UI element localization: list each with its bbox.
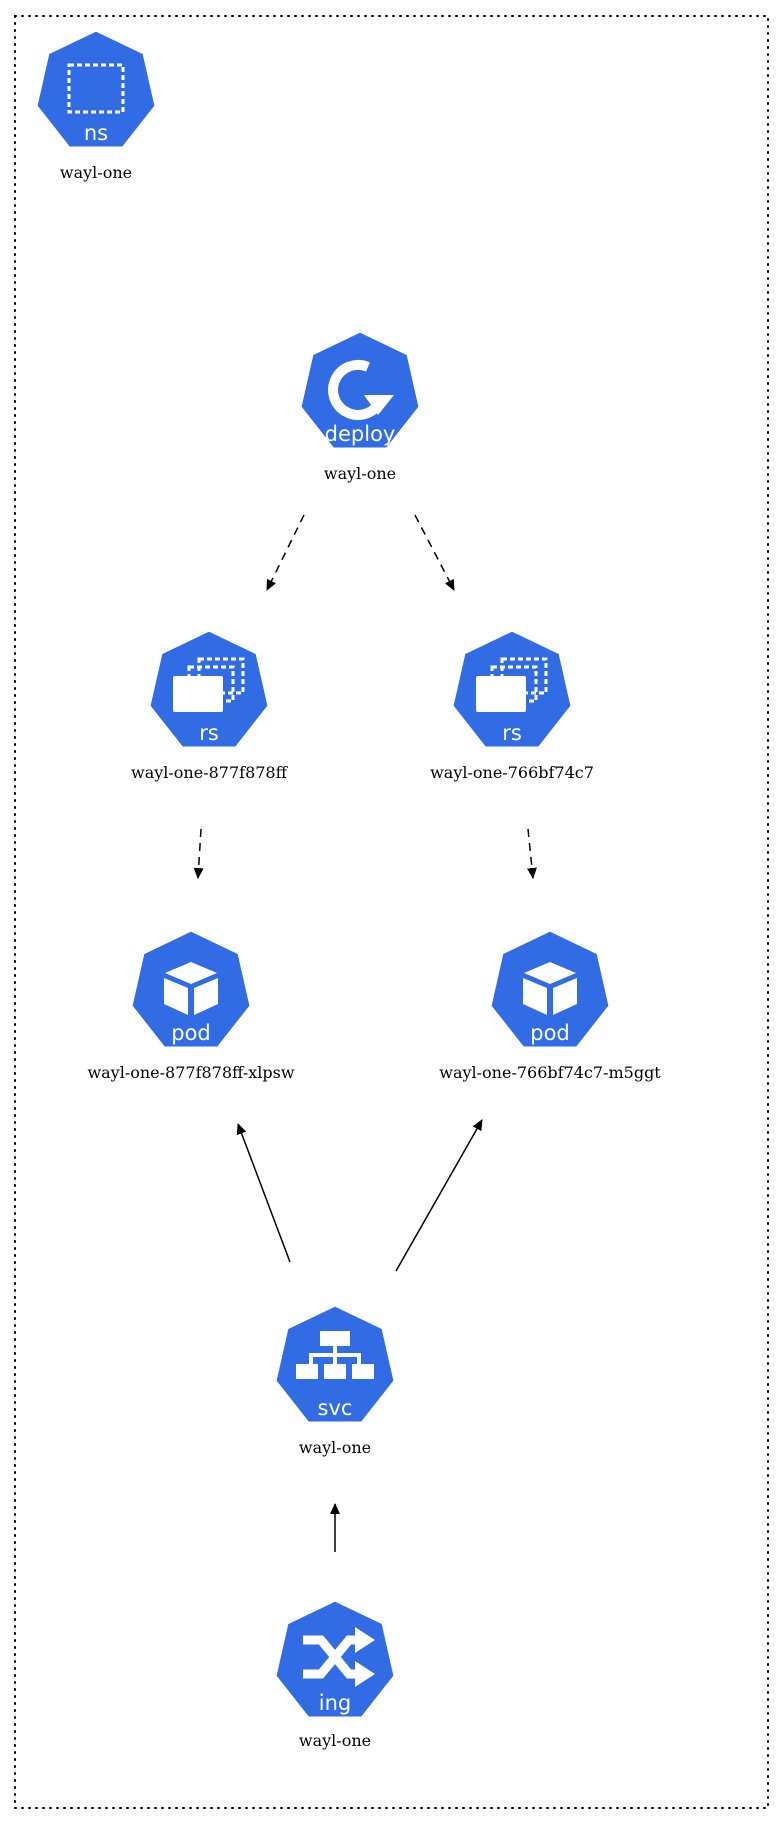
pod-node-1[interactable]: pod wayl-one-877f878ff-xlpsw [87, 928, 295, 1082]
namespace-node[interactable]: ns wayl-one [34, 28, 158, 182]
deployment-badge [298, 329, 422, 451]
deployment-node[interactable]: deploy wayl-one [298, 329, 422, 483]
service-node[interactable]: svc wayl-one [273, 1303, 397, 1457]
pod-icon [523, 962, 577, 1015]
pod-icon [164, 962, 218, 1015]
pod-badge [129, 928, 253, 1050]
edges [193, 514, 537, 1552]
replicaset-kind: rs [199, 721, 219, 745]
edge-service-to-pod-1 [236, 1123, 291, 1263]
ingress-kind: ing [319, 1691, 351, 1715]
replicaset-label: wayl-one-766bf74c7 [430, 763, 594, 782]
deployment-icon [328, 360, 394, 420]
ingress-icon [303, 1627, 375, 1687]
namespace-label: wayl-one [60, 163, 132, 182]
edge-deployment-to-replicaset-2 [414, 514, 455, 591]
pod-kind: pod [530, 1021, 570, 1045]
pod-node-2[interactable]: pod wayl-one-766bf74c7-m5ggt [439, 928, 661, 1082]
pod-label: wayl-one-766bf74c7-m5ggt [439, 1063, 661, 1082]
ingress-label: wayl-one [299, 1731, 371, 1750]
replicaset-node-2[interactable]: rs wayl-one-766bf74c7 [430, 628, 594, 782]
deployment-kind: deploy [325, 422, 396, 446]
replicaset-icon [476, 657, 548, 712]
namespace-kind: ns [84, 121, 108, 145]
replicaset-icon [173, 657, 245, 712]
namespace-icon [67, 63, 125, 114]
edge-replicaset-1-to-pod-1 [193, 828, 204, 879]
pod-label: wayl-one-877f878ff-xlpsw [87, 1063, 294, 1082]
replicaset-kind: rs [502, 721, 522, 745]
deployment-label: wayl-one [324, 464, 396, 483]
edge-replicaset-2-to-pod-2 [527, 828, 537, 879]
edge-deployment-to-replicaset-1 [266, 514, 305, 591]
pod-badge [488, 928, 612, 1050]
namespace-boundary [14, 15, 769, 1809]
namespace-badge [34, 28, 158, 150]
edge-service-to-pod-2 [395, 1119, 483, 1272]
service-kind: svc [318, 1396, 353, 1420]
ingress-node[interactable]: ing wayl-one [273, 1598, 397, 1750]
service-icon [296, 1331, 374, 1379]
replicaset-label: wayl-one-877f878ff [131, 763, 289, 782]
service-label: wayl-one [299, 1438, 371, 1457]
pod-kind: pod [171, 1021, 211, 1045]
replicaset-node-1[interactable]: rs wayl-one-877f878ff [131, 628, 289, 782]
